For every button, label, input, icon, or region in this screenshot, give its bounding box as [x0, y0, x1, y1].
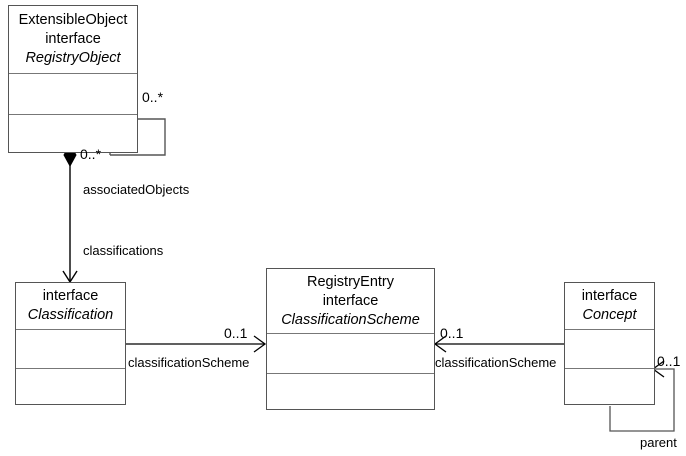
class-header-classification: interface Classification: [16, 283, 125, 329]
class-attributes-classification-scheme: [267, 333, 434, 373]
open-arrowhead: [253, 335, 267, 353]
role-label-parent: parent: [640, 435, 677, 450]
class-attributes-concept: [565, 329, 654, 368]
class-operations-concept: [565, 368, 654, 406]
class-attributes-classification: [16, 329, 125, 368]
association-classification-to-scheme: [126, 335, 267, 353]
role-label-associated-objects: associatedObjects: [83, 182, 190, 197]
class-name-concept: Concept: [582, 307, 637, 323]
multiplicity-concept-parent: 0..1: [657, 353, 681, 369]
association-classifications: [62, 142, 78, 284]
association-concept-to-scheme: [433, 335, 564, 353]
multiplicity-associated-objects-lower: 0..*: [80, 146, 102, 162]
role-label-classification-scheme-left: classificationScheme: [128, 355, 250, 370]
class-operations-registry-object: [9, 114, 137, 152]
class-stereotype-interface: interface: [42, 288, 99, 304]
class-header-concept: interface Concept: [565, 283, 654, 329]
class-stereotype-interface: interface: [581, 288, 638, 304]
class-box-registry-object[interactable]: ExtensibleObject interface RegistryObjec…: [8, 5, 138, 153]
class-box-classification[interactable]: interface Classification: [15, 282, 126, 405]
class-stereotype-interface: interface: [322, 292, 379, 309]
class-header-registry-object: ExtensibleObject interface RegistryObjec…: [9, 6, 137, 73]
class-box-concept[interactable]: interface Concept: [564, 282, 655, 405]
class-name-classification: Classification: [27, 307, 114, 323]
class-stereotype-top-registry-entry: RegistryEntry: [306, 273, 395, 290]
class-name-registry-object: RegistryObject: [25, 50, 121, 66]
role-label-classifications: classifications: [83, 243, 164, 258]
role-label-classification-scheme-right: classificationScheme: [435, 355, 557, 370]
class-header-classification-scheme: RegistryEntry interface ClassificationSc…: [267, 269, 434, 333]
class-name-classification-scheme: ClassificationScheme: [281, 311, 420, 328]
multiplicity-concept-to-scheme: 0..1: [440, 325, 464, 341]
class-attributes-registry-object: [9, 73, 137, 114]
multiplicity-classification-to-scheme: 0..1: [224, 325, 248, 341]
class-stereotype-interface: interface: [45, 31, 101, 47]
class-operations-classification-scheme: [267, 373, 434, 410]
multiplicity-associated-objects-upper: 0..*: [142, 89, 164, 105]
open-arrowhead: [433, 335, 447, 353]
class-stereotype-top-extensible-object: ExtensibleObject: [18, 12, 128, 28]
class-operations-classification: [16, 368, 125, 406]
class-box-classification-scheme[interactable]: RegistryEntry interface ClassificationSc…: [266, 268, 435, 410]
